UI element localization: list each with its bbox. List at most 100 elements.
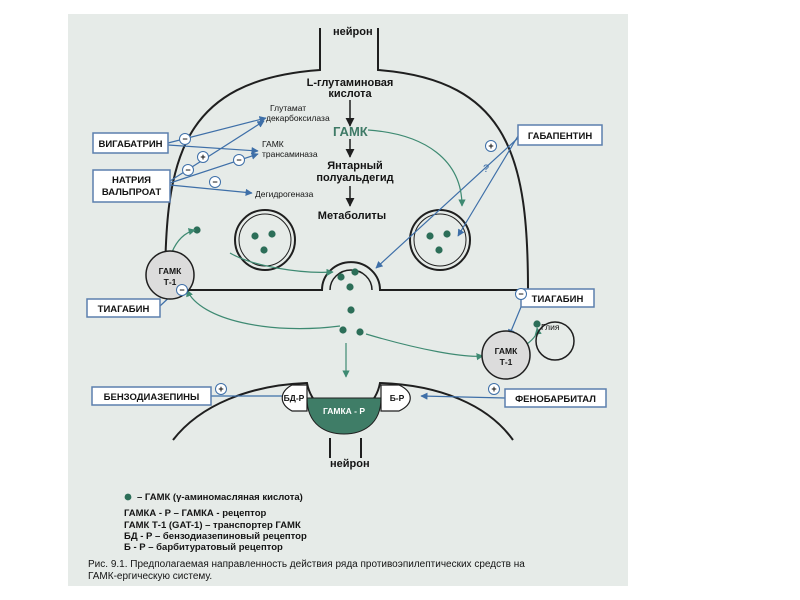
- minus-sign: −: [179, 285, 184, 295]
- transporter-right-label-line1: ГАМК: [495, 346, 519, 356]
- vesicle-left: [234, 209, 296, 271]
- sign-circle: [179, 133, 191, 145]
- legend-dot-text: – ГАМК (γ-аминомасляная кислота): [137, 492, 303, 503]
- gabapentin-arrow-cleft: [375, 137, 519, 269]
- sign-circle: [215, 383, 227, 395]
- gaba-dot: [251, 232, 259, 240]
- valproate-label-line1: НАТРИЯ: [112, 175, 151, 186]
- gabapentin-arrow-vesicle: [457, 135, 519, 237]
- sign-circle: [176, 284, 188, 296]
- vesicle-right: [409, 209, 471, 271]
- postsynaptic-axon: [329, 438, 362, 458]
- plus-sign: +: [491, 384, 496, 394]
- presynaptic-neuron-outline: [163, 28, 530, 291]
- bd-receptor-label: БД-Р: [284, 393, 305, 403]
- gabapentin-box: [517, 124, 603, 146]
- phenobarbital-box: [504, 388, 607, 408]
- metabolites-label: Метаболиты: [318, 210, 386, 222]
- vigabatrin-arrow-transaminase: [167, 144, 259, 155]
- gad-label-line1: Глутамат: [270, 103, 306, 113]
- gaba-dot: [346, 283, 354, 291]
- minus-sign: −: [185, 165, 190, 175]
- gaba-a-receptor: [306, 397, 382, 435]
- minus-sign: −: [236, 155, 241, 165]
- cleft-to-right-transporter-arrow: [365, 333, 484, 361]
- gaba-dot: [356, 328, 364, 336]
- transporter-to-glia-arrow: [526, 327, 542, 345]
- gaba-transporter-right: [481, 330, 531, 380]
- minus-sign: −: [518, 289, 523, 299]
- sign-circle: [233, 154, 245, 166]
- transporter-right-label-line2: Т-1: [500, 357, 513, 367]
- gaba-dot: [339, 326, 347, 334]
- legend-line1: ГАМКА - Р – ГАМКА - рецептор: [124, 508, 267, 519]
- gaba-a-receptor-label: ГАМКА - Р: [323, 406, 365, 416]
- phenobarbital-arrow: [420, 392, 506, 400]
- gaba-dot: [347, 306, 355, 314]
- succinic-semialdehyde-label-line1: Янтарный: [327, 160, 383, 172]
- sign-circle: [515, 288, 527, 300]
- valproate-box: [92, 169, 171, 203]
- legend-line3: БД - Р – бензодиазепиновый рецептор: [124, 531, 307, 542]
- figure-caption-line1: Рис. 9.1. Предполагаемая направленность …: [88, 559, 525, 570]
- gaba-dot: [533, 320, 541, 328]
- b-receptor: [380, 384, 411, 412]
- glia-cell: [535, 321, 575, 361]
- transporter-to-vesicle-arrow: [171, 228, 196, 253]
- tiagabine-right-label: ТИАГАБИН: [532, 294, 584, 305]
- benzodiazepines-box: [91, 386, 212, 406]
- sign-circle: [488, 383, 500, 395]
- gaba-dot: [426, 232, 434, 240]
- gaba-dots: [193, 226, 541, 336]
- figure-caption-line2: ГАМК-ергическую систему.: [88, 571, 212, 582]
- glutamic-acid-label-line1: L-глутаминовая: [307, 77, 394, 89]
- succinic-semialdehyde-label-line2: полуальдегид: [316, 172, 393, 184]
- vigabatrin-box: [92, 132, 169, 154]
- glia-label: Глия: [541, 322, 560, 332]
- transporter-left-label-line1: ГАМК: [159, 266, 183, 276]
- fusing-vesicle: [329, 269, 373, 291]
- sign-circle: [197, 151, 209, 163]
- legend-line4: Б - Р – барбитуратовый рецептор: [124, 542, 283, 553]
- sign-circle: [209, 176, 221, 188]
- legend-gaba-dot: [124, 493, 132, 501]
- valproate-arrow-dehydrogenase: [169, 184, 253, 196]
- gaba-dot: [337, 273, 345, 281]
- minus-sign: −: [212, 177, 217, 187]
- transaminase-label-line1: ГАМК: [262, 139, 284, 149]
- transporter-left-label-line2: Т-1: [164, 277, 177, 287]
- tiagabine-left-box: [86, 298, 161, 318]
- sign-circle: [182, 164, 194, 176]
- transaminase-label-line2: трансаминаза: [262, 149, 318, 159]
- bd-receptor: [281, 384, 308, 412]
- question-mark: ?: [483, 163, 489, 175]
- valproate-label-line2: ВАЛЬПРОАТ: [102, 187, 161, 198]
- neuron-top-label: нейрон: [333, 26, 373, 38]
- neuron-bottom-label: нейрон: [330, 458, 370, 470]
- b-receptor-label: Б-Р: [390, 393, 405, 403]
- plus-sign: +: [218, 384, 223, 394]
- plus-sign: +: [200, 152, 205, 162]
- gaba-dot: [443, 230, 451, 238]
- gad-label-line2: декарбоксилаза: [266, 113, 330, 123]
- vigabatrin-label: ВИГАБАТРИН: [98, 139, 162, 150]
- gaba-dot: [268, 230, 276, 238]
- legend-line2: ГАМК Т-1 (GAT-1) – транспортер ГАМК: [124, 520, 301, 531]
- gabapentin-label: ГАБАПЕНТИН: [528, 131, 593, 142]
- benzodiazepines-label: БЕНЗОДИАЗЕПИНЫ: [104, 392, 200, 403]
- phenobarbital-label: ФЕНОБАРБИТАЛ: [515, 394, 596, 405]
- gaba-label: ГАМК: [333, 124, 368, 139]
- gaba-dot: [435, 246, 443, 254]
- gaba-dot: [260, 246, 268, 254]
- gaba-dot: [351, 268, 359, 276]
- glutamic-acid-label-line2: кислота: [328, 88, 372, 100]
- minus-sign: −: [182, 134, 187, 144]
- cleft-to-left-transporter-arrow: [186, 289, 341, 330]
- dehydrogenase-label: Дегидрогеназа: [255, 189, 314, 199]
- tiagabine-left-label: ТИАГАБИН: [98, 304, 150, 315]
- gaba-to-vesicle-arrow: [367, 129, 466, 207]
- vesicle-to-cleft-arrow: [229, 252, 334, 276]
- sign-circle: [485, 140, 497, 152]
- plus-sign: +: [488, 141, 493, 151]
